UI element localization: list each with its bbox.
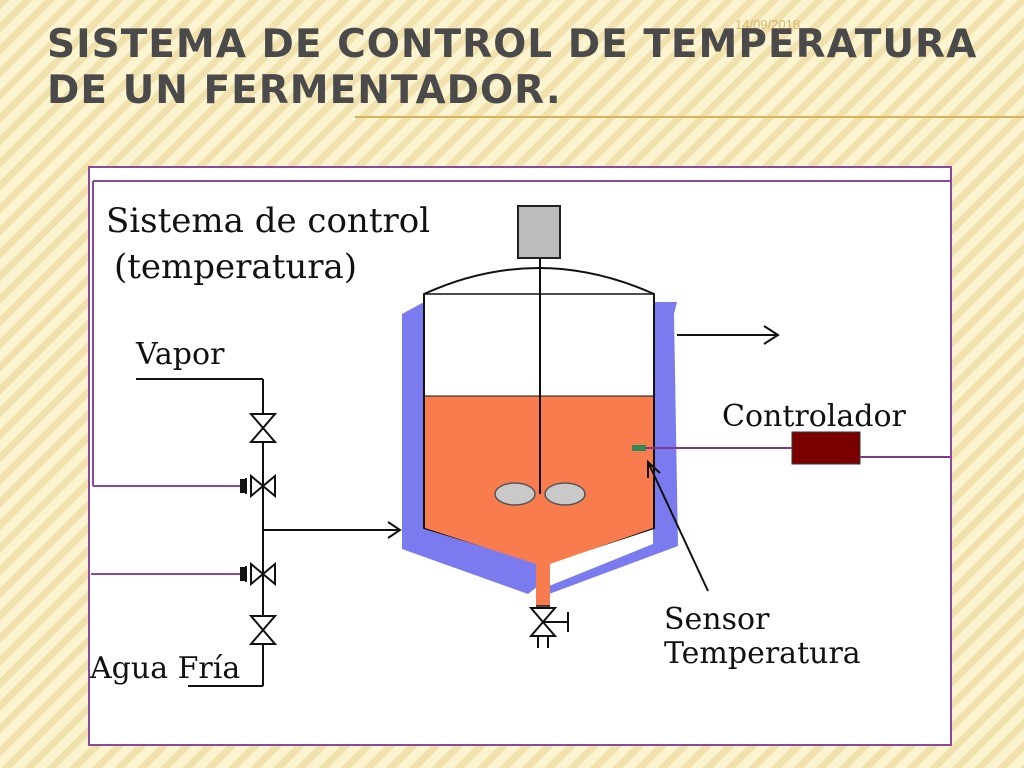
diagram-heading-line1: Sistema de control: [106, 201, 430, 241]
sensor-label-line1: Sensor: [664, 602, 770, 637]
bottom-outlet-valve-icon: [528, 607, 569, 648]
jacket-right: [549, 302, 678, 594]
inlet-arrow-icon: [387, 521, 402, 539]
agitator-impeller-icon: [494, 482, 586, 506]
diagram-heading-line2: (temperatura): [114, 247, 357, 287]
controller-label: Controlador: [722, 399, 907, 434]
slide-date: 14/09/2018: [735, 17, 801, 32]
water-manual-valve-icon: [248, 615, 278, 645]
diagram-frame: [88, 166, 952, 746]
agitator-motor: [517, 205, 561, 259]
outlet-arrow-icon: [763, 325, 780, 345]
diagram-canvas: Sistema de control (temperatura) Vapor A…: [88, 166, 952, 746]
fermenter-diagram: Sistema de control (temperatura) Vapor A…: [88, 166, 952, 746]
controller-box: [791, 431, 861, 465]
slide-title: SISTEMA DE CONTROL DE TEMPERATURA DE UN …: [47, 22, 978, 113]
sensor-pointer-arrow-icon: [647, 459, 661, 478]
temperature-probe: [632, 445, 646, 451]
water-control-valve-icon: [240, 561, 276, 587]
vapor-label: Vapor: [135, 337, 225, 372]
vapor-manual-valve-icon: [248, 413, 278, 443]
vapor-control-valve-icon: [240, 473, 276, 499]
vessel-liquid: [425, 396, 653, 606]
sensor-label-line2: Temperatura: [664, 636, 861, 671]
title-underline: [355, 116, 1024, 118]
water-label: Agua Fría: [89, 651, 240, 686]
sensor-pointer-line: [647, 461, 709, 592]
jacket-left: [402, 302, 538, 594]
